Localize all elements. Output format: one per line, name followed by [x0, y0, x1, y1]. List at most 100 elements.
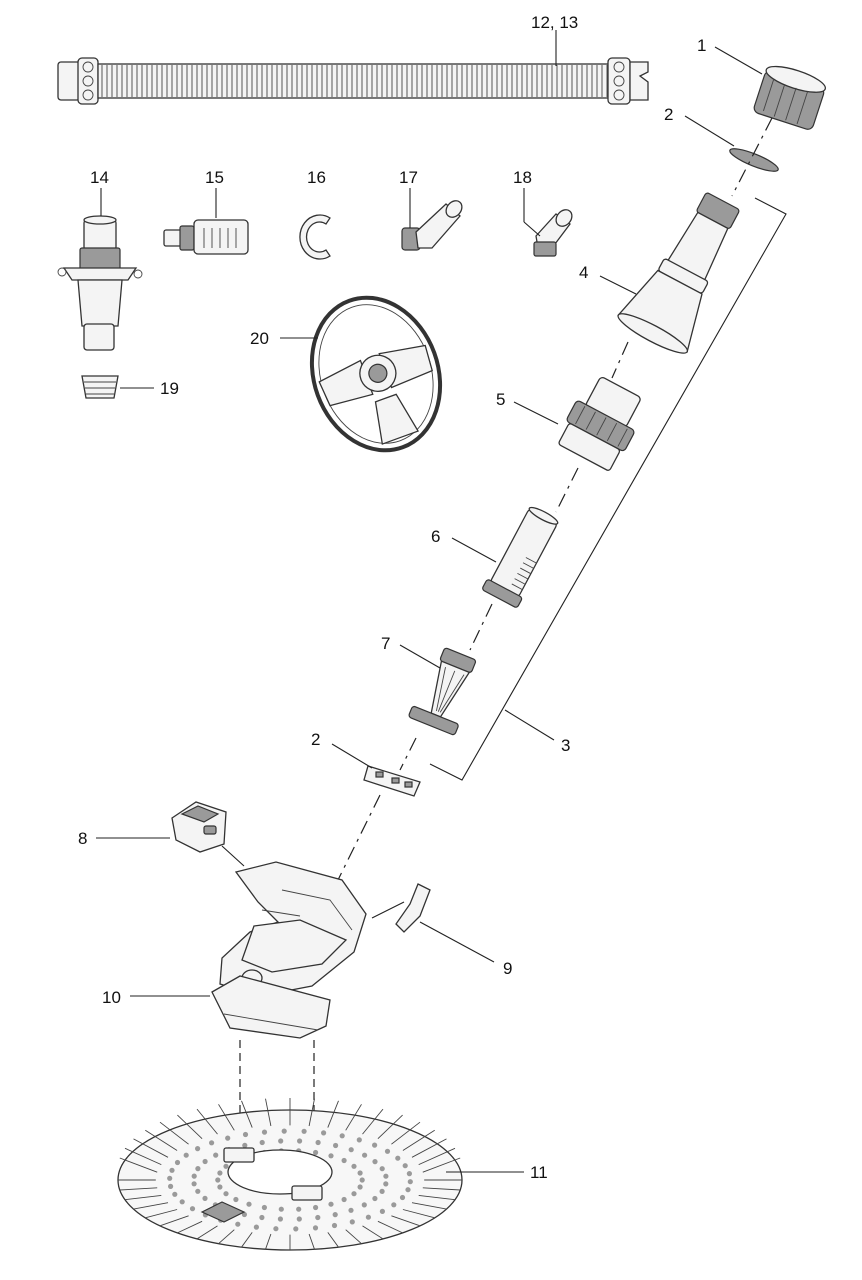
- disc-finger: [422, 1157, 461, 1173]
- disc-hole: [225, 1135, 231, 1141]
- disc-hole: [172, 1191, 178, 1197]
- disc-hole: [372, 1142, 378, 1148]
- disc-finger: [402, 1129, 435, 1151]
- disc-hole: [195, 1146, 201, 1152]
- disc-hole: [361, 1202, 367, 1208]
- disc-hole: [359, 1177, 365, 1183]
- disc-hole: [235, 1221, 241, 1227]
- callout-4: 4: [579, 263, 588, 282]
- disc-hole: [348, 1207, 354, 1213]
- disc-finger: [196, 1108, 218, 1135]
- disc-finger: [133, 1138, 169, 1158]
- disc-finger: [418, 1194, 456, 1201]
- disc-finger: [411, 1202, 447, 1210]
- disc-hole: [407, 1179, 413, 1185]
- disc-hole: [349, 1219, 355, 1225]
- leader-9: [419, 921, 495, 963]
- disc-finger: [159, 1215, 189, 1227]
- disc-hole: [391, 1202, 397, 1208]
- disc-hole: [241, 1211, 247, 1218]
- disc-hole: [174, 1159, 181, 1166]
- disc-finger: [196, 1225, 218, 1240]
- disc-hole: [379, 1188, 385, 1194]
- callout-7: 7: [381, 634, 390, 653]
- disc-hole: [402, 1163, 408, 1169]
- callout-11: 11: [530, 1163, 548, 1182]
- leader-4: [599, 275, 637, 295]
- disc-hole: [273, 1226, 279, 1232]
- nose-cap-part: [171, 801, 227, 853]
- callout-2-lower: 2: [311, 730, 320, 749]
- disc-finger: [241, 1100, 253, 1128]
- funnel-part: [617, 192, 740, 354]
- callout-8: 8: [78, 829, 87, 848]
- disc-finger: [145, 1129, 178, 1151]
- callout-10: 10: [102, 988, 121, 1007]
- disc-hole: [405, 1187, 411, 1193]
- weight-part: [163, 219, 249, 255]
- leader-5: [513, 401, 559, 425]
- disc-hole: [217, 1170, 223, 1176]
- valve-part: [408, 647, 477, 736]
- disc-hole: [296, 1216, 302, 1222]
- disc-finger: [391, 1121, 421, 1145]
- disc-hole: [261, 1129, 268, 1135]
- disc-finger: [308, 1233, 315, 1250]
- disc-hole: [246, 1201, 252, 1207]
- disc-hole: [242, 1142, 248, 1148]
- callout-1: 1: [697, 36, 706, 55]
- elbow-lock-part: [401, 200, 463, 251]
- disc-hole: [169, 1167, 175, 1173]
- disc-hole: [315, 1139, 321, 1146]
- disc-finger: [265, 1233, 272, 1250]
- disc-finger: [124, 1194, 162, 1201]
- disc-hole: [242, 1131, 249, 1138]
- disc-hole: [195, 1188, 201, 1194]
- disc-finger: [377, 1114, 403, 1140]
- disc-hole: [313, 1149, 319, 1156]
- disc-finger: [177, 1220, 203, 1234]
- disc-hole: [301, 1128, 307, 1134]
- disc-hole: [406, 1171, 412, 1177]
- disc-hole: [365, 1214, 371, 1220]
- disc-hole: [281, 1128, 287, 1134]
- cap-part: [753, 65, 827, 130]
- disc-hole: [261, 1204, 267, 1211]
- disc-finger: [133, 1202, 169, 1210]
- disc-hole: [395, 1155, 401, 1161]
- disc-hole: [348, 1147, 354, 1153]
- disc-hole: [183, 1152, 189, 1158]
- disc-hole: [383, 1181, 389, 1187]
- disc-hole: [372, 1159, 378, 1165]
- disc-hole: [195, 1166, 201, 1172]
- disc-hole: [328, 1201, 334, 1207]
- ring-part: [81, 375, 119, 399]
- disc-hole: [372, 1195, 378, 1202]
- elbow-part: [533, 209, 573, 257]
- disc-hole: [223, 1191, 229, 1197]
- connector-part: [57, 215, 143, 351]
- disc-hole: [293, 1226, 299, 1232]
- disc-hole: [351, 1191, 357, 1197]
- disc-finger: [345, 1104, 362, 1131]
- disc-hole: [189, 1206, 196, 1212]
- side-insert-part: [395, 883, 431, 933]
- disc-finger: [327, 1232, 339, 1248]
- disc-hole: [357, 1170, 363, 1176]
- disc-hole: [356, 1137, 362, 1143]
- leader-2-lower: [331, 743, 373, 769]
- cleaner-body-part: [219, 861, 367, 997]
- disc-hole: [233, 1196, 239, 1203]
- callout-3: 3: [561, 736, 570, 755]
- callout-17: 17: [399, 168, 418, 187]
- disc-finger: [218, 1104, 235, 1131]
- disc-finger: [362, 1108, 384, 1135]
- disc-hole: [297, 1138, 303, 1144]
- disc-hole: [278, 1206, 284, 1212]
- disc-finger: [345, 1229, 362, 1245]
- callout-19: 19: [160, 379, 179, 398]
- disc-hole: [321, 1130, 327, 1136]
- disc-hole: [259, 1214, 265, 1221]
- disc-hole: [333, 1142, 339, 1149]
- disc-hole: [328, 1153, 334, 1159]
